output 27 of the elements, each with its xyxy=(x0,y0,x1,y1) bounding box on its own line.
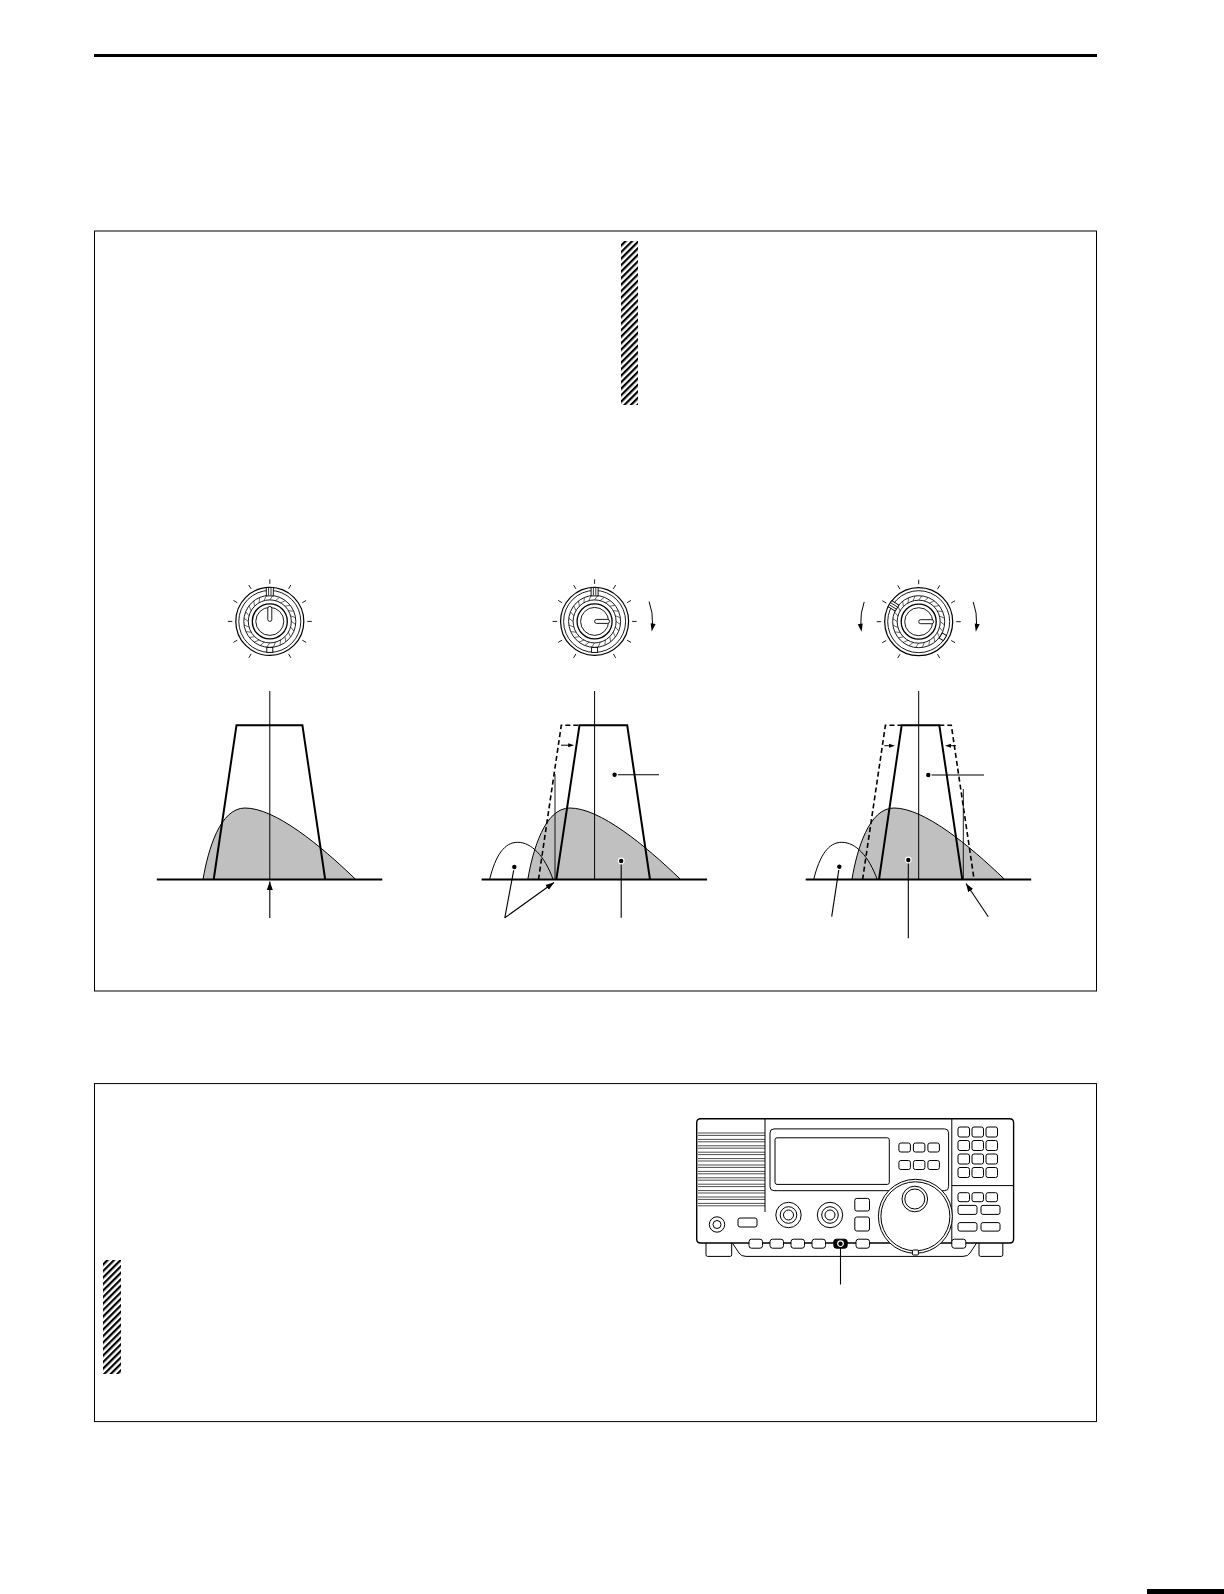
leader-line xyxy=(617,857,625,919)
panel-frame xyxy=(94,230,1097,992)
leader-line xyxy=(831,863,843,918)
curve-outline xyxy=(489,841,554,880)
hatched-bar xyxy=(103,1260,121,1374)
leader-line xyxy=(611,771,660,779)
trapezoid-outline xyxy=(555,724,651,881)
panel-frame xyxy=(94,1083,1097,1423)
leader-arrow xyxy=(266,880,273,919)
filter-graph-drawing xyxy=(155,690,384,881)
panel-button xyxy=(833,1238,848,1249)
leader-line xyxy=(504,863,518,919)
filter-graph-drawing xyxy=(804,690,1033,881)
leader-line xyxy=(924,771,985,779)
trapezoid-outline xyxy=(878,724,964,881)
leader-arrow xyxy=(965,882,989,918)
leader-arrow xyxy=(504,881,555,919)
filter-graph-drawing xyxy=(480,690,709,881)
radio-drawing xyxy=(696,1118,1015,1257)
trapezoid-outline xyxy=(212,724,327,881)
shaded-curve xyxy=(527,807,682,880)
curve-outline xyxy=(813,841,878,880)
hatched-bar xyxy=(621,241,638,405)
leader-line xyxy=(837,1240,844,1286)
leader-line xyxy=(904,856,912,939)
shaded-curve xyxy=(202,807,357,880)
shaded-curve xyxy=(851,807,1006,880)
